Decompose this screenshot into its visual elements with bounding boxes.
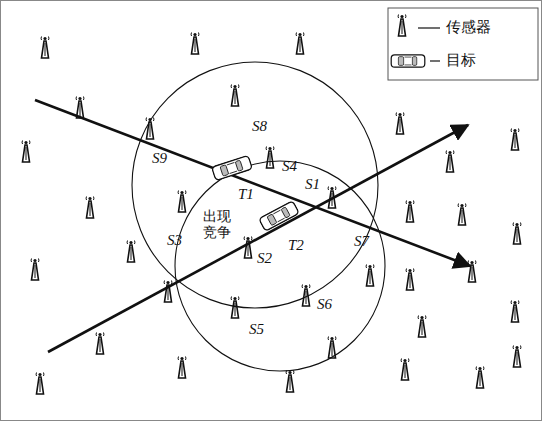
callout-label: S6 [315,296,334,313]
callout-label: S8 [250,118,269,135]
callout-label: S9 [150,150,169,167]
trajectory [48,125,468,352]
callout-label: S5 [247,321,266,338]
callout-label: S4 [280,158,299,175]
sensors [22,33,521,395]
target-car [212,155,253,180]
callout-label: S7 [352,233,371,250]
callout-label: S1 [303,176,322,193]
callout-label: S2 [255,250,274,267]
legend-text: 传感器 [446,20,491,35]
callout-label: T1 [236,186,256,203]
legend-text: 目标 [446,53,476,68]
note-text: 出现 竞争 [200,207,234,241]
callout-label: T2 [286,237,306,254]
legend-box [388,8,538,80]
callout-label: S3 [165,232,184,249]
target-car [259,201,299,231]
